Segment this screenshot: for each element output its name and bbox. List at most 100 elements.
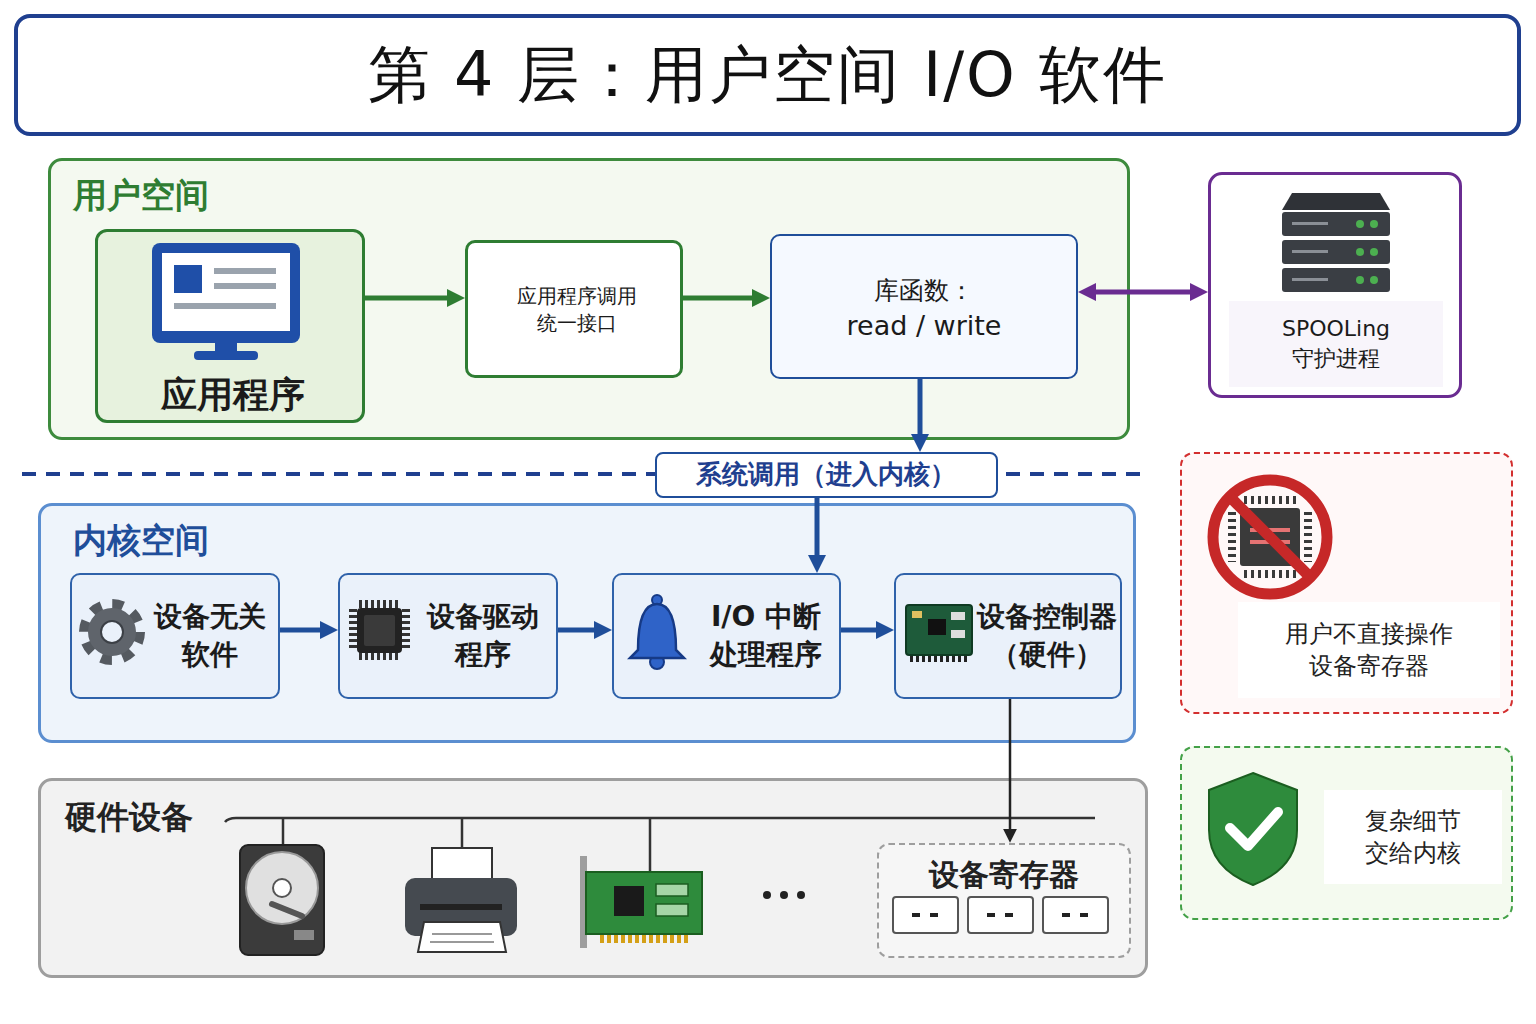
printer-icon	[418, 922, 506, 952]
printer-icon	[405, 878, 517, 936]
forbidden-chip-icon	[1228, 512, 1236, 562]
shield-icon	[1230, 812, 1278, 846]
chip-icon	[359, 600, 401, 608]
network-card-icon	[586, 872, 702, 934]
shield-icon	[1209, 773, 1297, 885]
chip-icon	[349, 609, 357, 651]
server-icon	[1356, 220, 1364, 228]
server-icon	[1356, 248, 1364, 256]
node-label: 应用程序调用 统一接口	[512, 243, 642, 377]
node-label: SPOOLing 守护进程	[1229, 301, 1443, 387]
server-icon	[1282, 212, 1390, 236]
node-label: 库函数：	[772, 274, 1076, 308]
bell-icon	[650, 655, 664, 669]
printer-icon	[405, 848, 517, 952]
printer-icon	[420, 904, 502, 910]
more-devices-dots	[763, 891, 805, 899]
flow-arrow	[918, 379, 923, 442]
forbidden-chip-icon	[1304, 512, 1312, 562]
chip-icon	[359, 652, 401, 660]
disk-icon	[240, 845, 324, 955]
device-bus	[225, 818, 1095, 822]
server-icon	[1370, 248, 1378, 256]
register-box: 设备寄存器	[877, 843, 1131, 958]
circuit-board-icon	[912, 611, 922, 618]
register-cells	[987, 913, 995, 917]
server-icon	[1282, 193, 1390, 210]
network-card-icon	[656, 884, 688, 896]
title-frame: 第 4 层：用户空间 I/O 软件	[14, 14, 1521, 136]
server-icon	[1292, 222, 1328, 225]
server-icon	[1282, 193, 1390, 292]
monitor-icon	[162, 253, 290, 331]
forbidden-chip-icon	[1213, 480, 1327, 594]
region-band: 内核空间设备无关 软件设备驱动 程序I/O 中断 处理程序设备控制器 （硬件）	[38, 503, 1136, 743]
monitor-icon	[215, 343, 237, 353]
region-band: 用户空间应用程序 应用程序调用 统一接口库函数：read / write	[48, 158, 1130, 440]
kernel-module-box: 设备控制器 （硬件）	[894, 573, 1122, 699]
kernel-module-box: 设备无关 软件	[70, 573, 280, 699]
flow-arrow	[280, 628, 328, 633]
chip-icon	[357, 608, 402, 653]
circuit-board-icon	[906, 605, 972, 659]
shield-icon	[1209, 773, 1297, 885]
monitor-icon	[174, 265, 202, 293]
register-cells	[930, 913, 938, 917]
printer-icon	[432, 933, 492, 935]
flow-arrow	[1009, 699, 1012, 835]
more-devices-dots	[763, 891, 771, 899]
circuit-board-icon	[951, 612, 965, 620]
node-label: 设备寄存器	[879, 853, 1129, 897]
forbidden-chip-icon	[1250, 540, 1290, 544]
circuit-board-icon	[951, 630, 965, 638]
flow-arrow	[558, 628, 602, 633]
network-card-icon	[580, 856, 702, 948]
gear-icon	[84, 604, 140, 660]
server-icon	[1282, 240, 1390, 264]
node-label: 设备控制器 （硬件）	[974, 575, 1120, 696]
server-icon	[1292, 278, 1328, 281]
app-box: 应用程序	[95, 229, 365, 423]
register-cells	[1005, 913, 1013, 917]
flow-arrow	[815, 498, 820, 563]
process-box: 应用程序调用 统一接口	[465, 240, 683, 378]
gear-icon	[101, 621, 123, 643]
server-icon	[1370, 276, 1378, 284]
node-label: 设备驱动 程序	[423, 575, 543, 696]
flow-arrow	[1088, 290, 1198, 295]
server-icon	[1282, 268, 1390, 292]
chip-icon	[364, 615, 395, 646]
network-card-icon	[656, 904, 688, 916]
disk-icon	[246, 852, 318, 924]
register-cells	[893, 897, 1108, 933]
register-cells	[1043, 897, 1108, 933]
monitor-icon	[152, 243, 300, 360]
chip-icon	[353, 604, 406, 656]
register-cells	[1062, 913, 1070, 917]
gear-icon	[84, 604, 140, 660]
monitor-icon	[174, 303, 276, 309]
flow-arrow	[683, 296, 760, 301]
library-box: 库函数：read / write	[770, 234, 1078, 379]
node-label: 用户空间	[73, 173, 293, 219]
disk-icon	[240, 845, 324, 955]
node-label: 应用程序	[98, 370, 368, 420]
diagram-title: 第 4 层：用户空间 I/O 软件	[368, 33, 1166, 117]
printer-icon	[430, 941, 494, 943]
network-card-icon	[580, 856, 587, 948]
node-label: 设备无关 软件	[150, 575, 270, 696]
network-card-icon	[600, 935, 690, 943]
kernel-module-box: 设备驱动 程序	[338, 573, 558, 699]
disk-icon	[272, 904, 302, 916]
flow-arrow	[365, 296, 455, 301]
kernel-module-box: I/O 中断 处理程序	[612, 573, 841, 699]
node-label: 复杂细节 交给内核	[1324, 790, 1502, 884]
register-cells	[968, 897, 1033, 933]
monitor-icon	[152, 243, 300, 343]
node-label: 系统调用（进入内核）	[657, 454, 995, 495]
register-cells	[912, 913, 920, 917]
server-icon	[1370, 220, 1378, 228]
monitor-icon	[214, 283, 276, 289]
disk-icon	[273, 879, 291, 897]
more-devices-dots	[780, 891, 788, 899]
